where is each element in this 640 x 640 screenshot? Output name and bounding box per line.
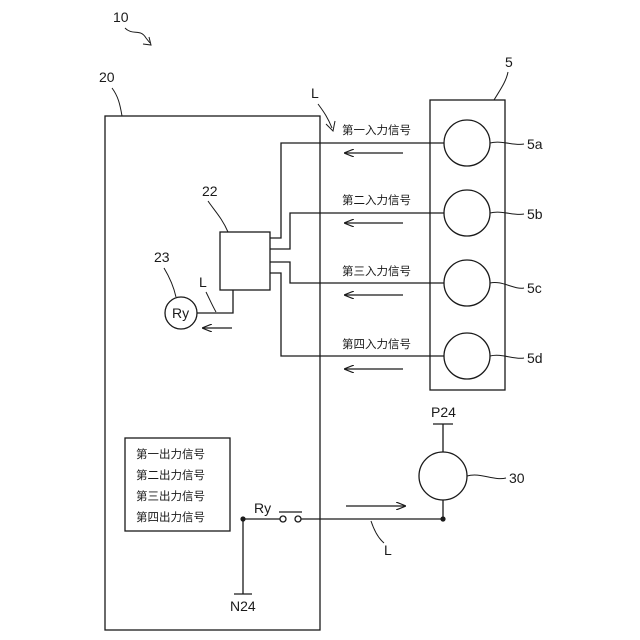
switch-label: Ry: [254, 500, 271, 516]
sensor-5a-leader: [490, 142, 524, 144]
sensor-5c-label: 5c: [527, 280, 542, 296]
sensor-unit-leader: [494, 72, 508, 100]
line-bottom-leader: [371, 521, 384, 543]
sensor-5c-leader: [490, 282, 524, 288]
processor-box: [220, 232, 270, 290]
load-leader: [467, 475, 506, 479]
relay-leader: [164, 268, 176, 297]
input-signal-4: 第四入力信号: [342, 337, 411, 351]
input-signal-3: 第三入力信号: [342, 264, 411, 278]
sensor-5a-circle: [444, 120, 490, 166]
processor-leader: [208, 201, 228, 232]
sensor-5d-leader: [490, 355, 524, 358]
line-top-arrowhead: [326, 121, 335, 131]
sensor-unit-ref-label: 5: [505, 54, 513, 70]
line-relay-label: L: [199, 274, 207, 290]
sensor-5c-circle: [444, 260, 490, 306]
output-signal-1: 第一出力信号: [136, 447, 205, 461]
relay-symbol: Ry: [172, 305, 189, 321]
contact-terminal-right: [295, 516, 301, 522]
input-signal-2: 第二入力信号: [342, 193, 411, 207]
output-signal-2: 第二出力信号: [136, 468, 205, 482]
system-leader-arrowhead: [143, 37, 151, 45]
ground-label: N24: [230, 598, 256, 614]
line-bottom-label: L: [384, 542, 392, 558]
line-relay-leader: [206, 292, 216, 312]
wire-input-2: [270, 213, 444, 249]
line-top-label: L: [311, 85, 319, 101]
controller-leader: [112, 88, 122, 116]
output-signal-3: 第三出力信号: [136, 489, 205, 503]
output-signal-4: 第四出力信号: [136, 510, 205, 524]
relay-ref-label: 23: [154, 249, 170, 265]
system-leader: [125, 28, 150, 43]
controller-ref-label: 20: [99, 69, 115, 85]
system-ref-label: 10: [113, 9, 129, 25]
sensor-5d-label: 5d: [527, 350, 543, 366]
sensor-5d-circle: [444, 333, 490, 379]
processor-ref-label: 22: [202, 183, 218, 199]
sensor-5a-label: 5a: [527, 136, 543, 152]
contact-terminal-left: [280, 516, 286, 522]
input-signal-1: 第一入力信号: [342, 123, 411, 137]
sensor-5b-leader: [490, 212, 524, 214]
sensor-5b-label: 5b: [527, 206, 543, 222]
wire-input-1: [270, 143, 444, 238]
load-ref-label: 30: [509, 470, 525, 486]
sensor-5b-circle: [444, 190, 490, 236]
load-circle: [419, 452, 467, 500]
power-label: P24: [431, 404, 456, 420]
